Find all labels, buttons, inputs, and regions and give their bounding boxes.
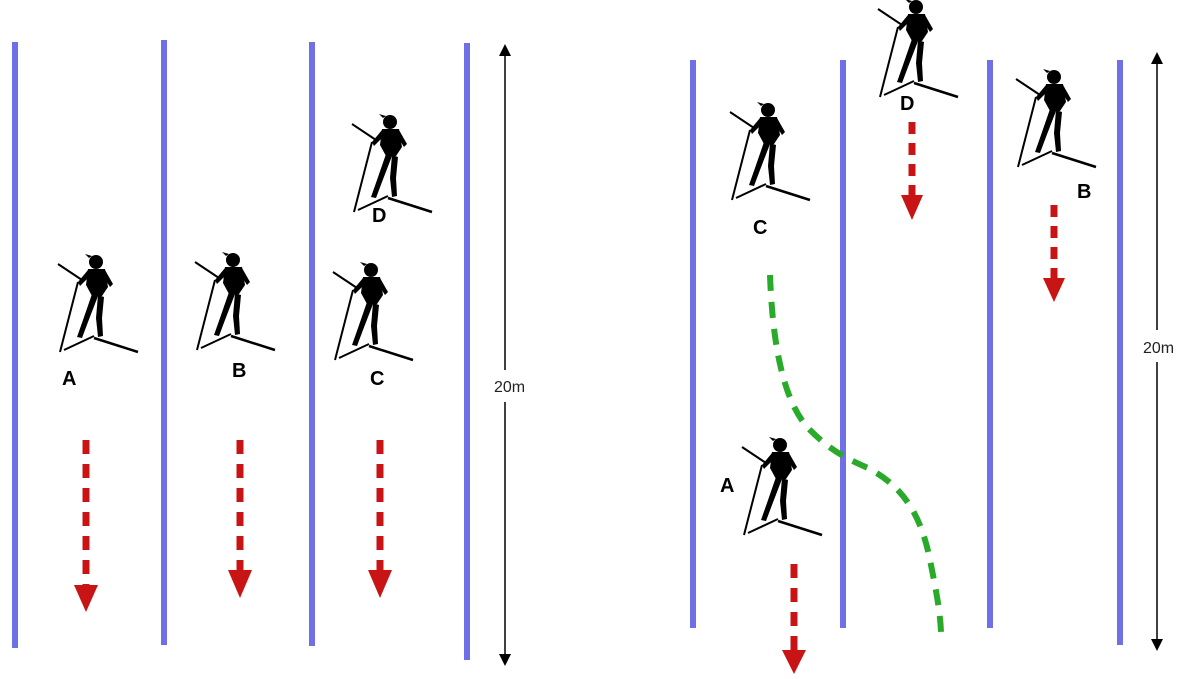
skier-b-figure: [193, 250, 277, 352]
skier-d-figure: [876, 0, 960, 99]
direction-arrow: [1043, 205, 1065, 302]
left-distance-indicator: 20m: [494, 44, 525, 666]
skier-d-label: D: [372, 205, 386, 227]
right-panel: C D B A 20m: [690, 0, 1174, 674]
direction-arrow: [368, 440, 392, 598]
skier-b-figure: [1014, 67, 1098, 169]
skier-a-label: A: [62, 368, 76, 390]
skier-c-figure: [728, 100, 812, 202]
direction-arrow: [782, 564, 806, 674]
skier-c-label: C: [753, 217, 767, 239]
skier-a-figure: [740, 435, 824, 537]
right-distance-indicator: 20m: [1143, 52, 1174, 651]
right-lane-lines: [690, 60, 1123, 645]
skier-d-label: D: [900, 93, 914, 115]
skier-d-figure: [350, 112, 434, 214]
right-direction-arrows: [782, 122, 1065, 674]
left-lane-lines: [12, 40, 470, 660]
direction-arrow: [901, 122, 923, 220]
left-direction-arrows: [74, 440, 392, 612]
skier-a-figure: [56, 252, 140, 354]
left-panel: A B C D 20m: [12, 40, 525, 666]
direction-arrow: [228, 440, 252, 598]
left-distance-label: 20m: [494, 379, 525, 396]
passing-path: [767, 274, 944, 633]
direction-arrow: [74, 440, 98, 612]
skier-b-label: B: [232, 360, 246, 382]
right-distance-label: 20m: [1143, 340, 1174, 357]
skier-c-label: C: [370, 368, 384, 390]
skier-a-label: A: [720, 475, 734, 497]
skier-b-label: B: [1077, 181, 1091, 203]
skier-c-figure: [331, 260, 415, 362]
